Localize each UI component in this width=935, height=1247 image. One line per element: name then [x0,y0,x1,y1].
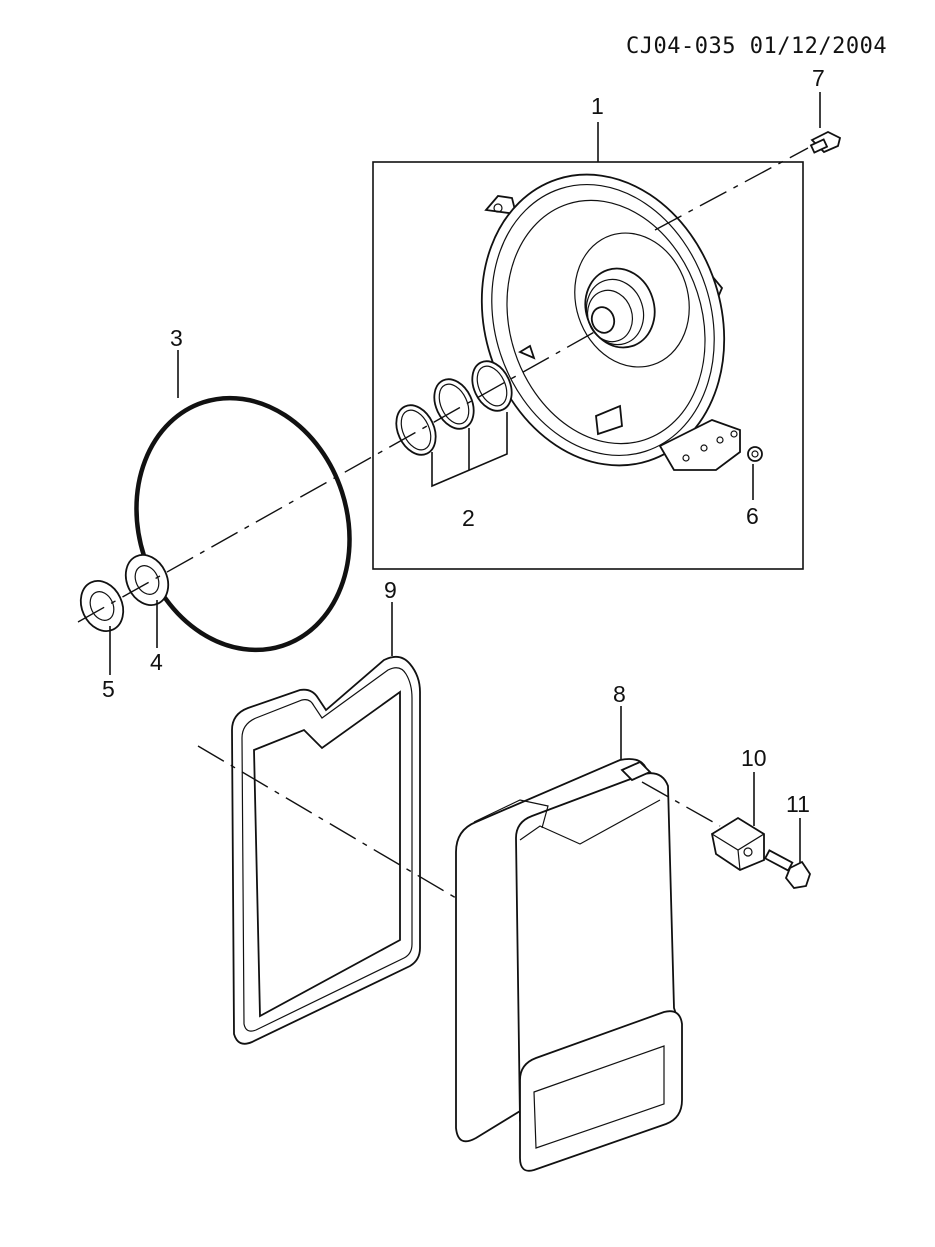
callout-9: 9 [384,577,397,603]
part-10-magnet [710,772,765,872]
part-1-housing-cover [480,173,741,471]
part-7-bolt [809,92,842,154]
callout-4: 4 [150,649,163,675]
callout-7: 7 [812,65,825,91]
part-3-o-ring [134,350,352,653]
part-2-seal-rings [395,360,513,488]
part-8-oil-pan [455,706,683,1172]
part-11-drain-bolt [763,818,811,889]
callout-3: 3 [170,325,183,351]
callout-labels: 1 7 3 2 6 9 4 5 8 10 11 [102,65,825,817]
callout-6: 6 [746,503,759,529]
callout-5: 5 [102,676,115,702]
axis-line-bolt [654,147,809,231]
callout-2: 2 [462,505,475,531]
axis-line-drain [641,781,721,827]
callout-1: 1 [591,93,604,119]
part-5-washer [79,580,125,675]
callout-10: 10 [741,745,767,771]
callout-11: 11 [786,791,810,817]
part-6-nut [747,446,763,500]
part-9-gasket [231,602,421,1045]
document-code: CJ04-035 01/12/2004 [626,34,888,59]
assembly-frame [372,122,804,570]
part-4-washer [124,554,170,648]
callout-8: 8 [613,681,626,707]
